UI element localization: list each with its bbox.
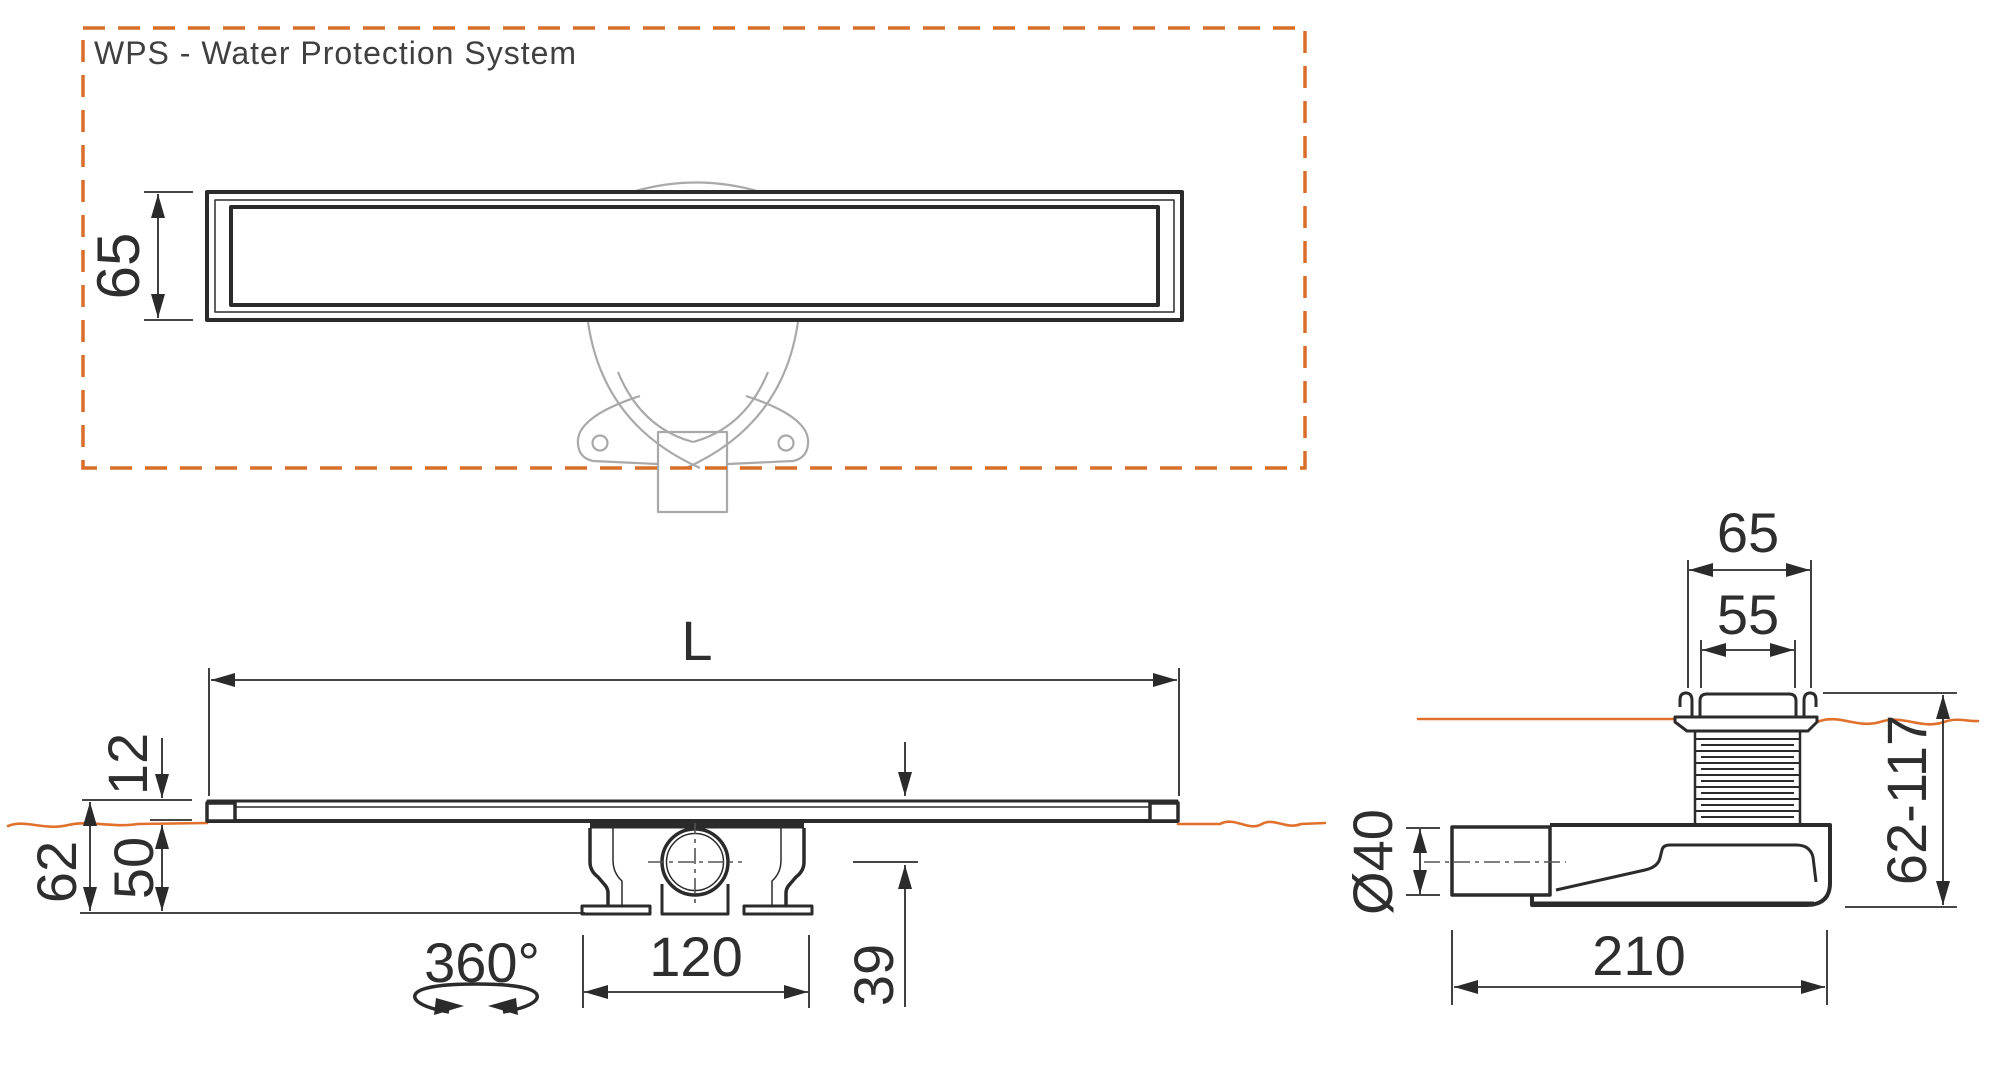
end-view: 65 55 Ø40 210 (1341, 501, 1980, 1005)
dim-label-39: 39 (842, 944, 905, 1006)
dim-edge-height: 12 (82, 733, 192, 821)
channel-top-view (205, 190, 1184, 322)
trap-outlet-square-side (660, 884, 730, 916)
trap-funnel-left-arc (586, 321, 701, 470)
dim-label-L: L (681, 609, 712, 672)
dim-outlet-diameter: Ø40 (1341, 809, 1440, 915)
channel-grate-frame (229, 205, 1160, 307)
channel-mid-frame (214, 199, 1175, 313)
channel-left-endcap (205, 801, 237, 823)
dim-trap-width: 120 (582, 925, 810, 1008)
dim-below-floor: 50 (102, 825, 169, 911)
trap-right-foot (742, 904, 814, 916)
clamping-flange (1673, 715, 1819, 733)
floor-line-left (6, 821, 209, 829)
drain-trap-top-hidden (576, 181, 810, 514)
trap-left-foot (580, 904, 652, 916)
trap-left-wing (576, 394, 659, 466)
dim-length-L: L (208, 609, 1180, 796)
trap-inner-ramp (1555, 843, 1818, 892)
grate-hook-right (1802, 691, 1818, 716)
dim-label-12: 12 (96, 733, 159, 795)
dim-grate-inner: 55 (1700, 583, 1796, 688)
wps-title: WPS - Water Protection System (94, 35, 577, 71)
trap-funnel-inner-right-arc (692, 371, 770, 444)
channel-outer-frame (205, 190, 1184, 322)
trap-funnel-right-arc (685, 321, 800, 470)
trap-right-wall (784, 828, 806, 906)
dim-label-o40: Ø40 (1341, 809, 1404, 915)
trap-right-wall-inner (771, 828, 782, 906)
right-screw-hole (777, 434, 795, 452)
dim-height-range: 62-117 (1823, 692, 1957, 908)
dim-label-65-end: 65 (1717, 501, 1779, 564)
dim-body-length: 210 (1451, 924, 1828, 1005)
dim-label-65-top: 65 (85, 233, 152, 300)
rotation-arrow-right (488, 998, 518, 1015)
floor-line-end-right (1815, 717, 1980, 726)
rotation-arc (413, 982, 539, 1014)
trap-body-end (1424, 823, 1832, 907)
grate-hook-left (1678, 691, 1694, 716)
dim-label-55: 55 (1717, 583, 1779, 646)
channel-side (205, 799, 1180, 823)
trap-outlet-square (656, 430, 729, 514)
outlet-pipe (1450, 825, 1552, 897)
wps-dashed-border (81, 26, 1307, 470)
channel-body (206, 800, 1179, 822)
dim-label-62: 62 (25, 841, 88, 903)
riser-pipe (1693, 732, 1802, 823)
top-view: 65 WPS - Water Protection System (81, 26, 1307, 514)
trap-funnel-inner-left-arc (616, 371, 694, 444)
trap-left-wall-inner (612, 828, 623, 906)
rotation-symbol: 360° (413, 931, 540, 1015)
dim-label-210: 210 (1592, 924, 1685, 987)
dim-channel-width: 65 (85, 191, 193, 321)
grate-tray (1698, 692, 1798, 716)
trap-right-wing (727, 394, 810, 466)
trap-left-wall (588, 828, 610, 906)
trap-side (580, 818, 814, 916)
dim-label-62-117: 62-117 (1875, 715, 1938, 885)
side-view: L 12 62 50 (6, 609, 1327, 1015)
floor-line-right (1176, 820, 1327, 828)
trap-body-outline (1530, 823, 1832, 907)
grate-end (1673, 691, 1819, 733)
dim-grate-outer: 65 (1687, 501, 1812, 688)
channel-right-endcap (1148, 801, 1180, 823)
dim-label-120: 120 (649, 925, 742, 988)
dim-total-depth: 62 (25, 802, 97, 911)
left-screw-hole (591, 434, 609, 452)
rotation-arrow-left (434, 998, 464, 1015)
dim-outlet-center-depth: 39 (842, 742, 918, 1007)
trap-top-arc (628, 181, 765, 195)
riser-corrugations (1695, 738, 1800, 818)
dim-label-50: 50 (102, 837, 165, 899)
